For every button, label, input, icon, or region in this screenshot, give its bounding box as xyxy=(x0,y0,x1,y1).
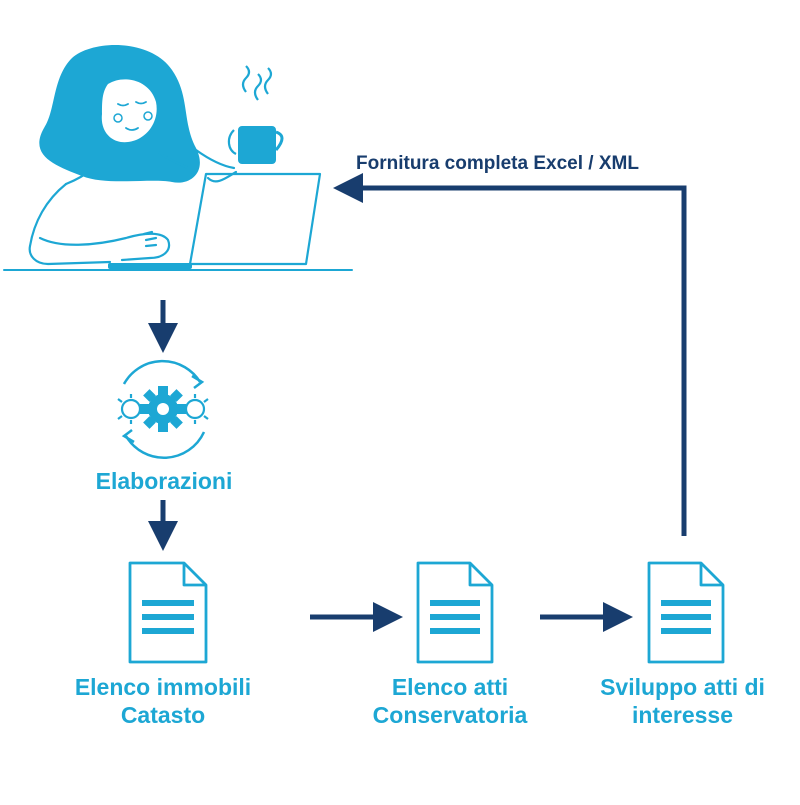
document-label-sviluppo: Sviluppo atti di interesse xyxy=(560,673,800,729)
document-icon xyxy=(128,561,208,664)
processing-label: Elaborazioni xyxy=(95,468,233,494)
document-label-line: Elenco immobili xyxy=(74,674,252,700)
output-label: Fornitura completa Excel / XML xyxy=(356,153,639,174)
document-label-conservatoria: Elenco atti Conservatoria xyxy=(330,673,570,729)
document-label-line: interesse xyxy=(631,702,733,729)
document-icon xyxy=(647,561,725,664)
document-label-line: Elenco atti xyxy=(391,674,509,700)
document-label-line: Catasto xyxy=(120,702,206,729)
document-label-line: Conservatoria xyxy=(372,702,528,729)
coffee-cup-icon xyxy=(227,65,284,164)
document-label-catasto: Elenco immobili Catasto xyxy=(30,673,296,729)
document-icon xyxy=(416,561,494,664)
woman-at-laptop-illustration xyxy=(3,45,353,271)
gears-cycle-icon xyxy=(117,359,209,459)
document-label-line: Sviluppo atti di xyxy=(600,674,765,700)
arrow-return-to-user xyxy=(333,173,687,536)
